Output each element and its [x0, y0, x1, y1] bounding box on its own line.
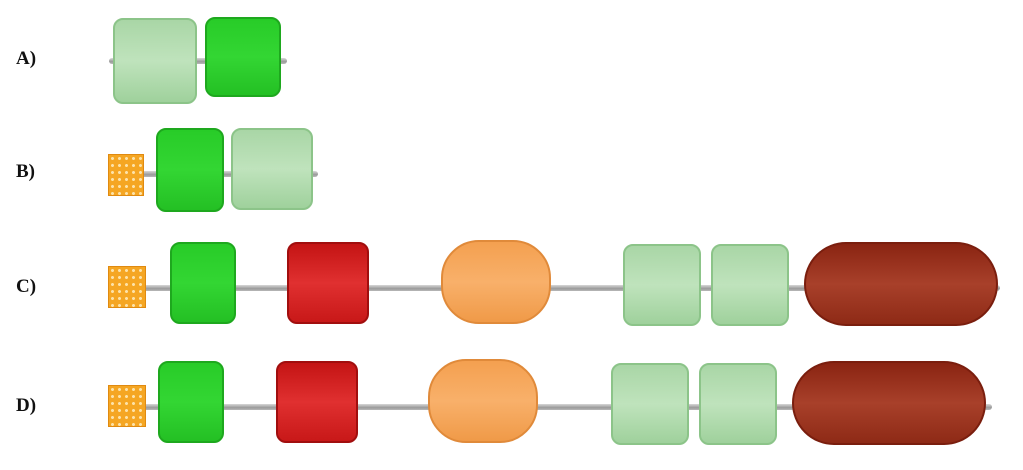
- light-green-domain: [699, 363, 777, 445]
- green-domain: [170, 242, 236, 324]
- green-domain: [158, 361, 224, 443]
- row-label: C): [16, 276, 37, 297]
- protein-backbone: [140, 285, 1000, 291]
- red-domain: [287, 242, 369, 324]
- protein-backbone: [109, 58, 287, 64]
- orange-domain: [441, 240, 551, 324]
- light-green-domain: [113, 18, 197, 104]
- row-label: B): [16, 161, 35, 182]
- green-domain: [205, 17, 281, 97]
- brown-domain: [804, 242, 998, 326]
- light-green-domain: [623, 244, 701, 326]
- orange-domain: [428, 359, 538, 443]
- low-complexity-region: [108, 266, 146, 308]
- green-domain: [156, 128, 224, 212]
- row-label: D): [16, 395, 37, 416]
- light-green-domain: [711, 244, 789, 326]
- light-green-domain: [231, 128, 313, 210]
- low-complexity-region: [108, 154, 144, 196]
- brown-domain: [792, 361, 986, 445]
- low-complexity-region: [108, 385, 146, 427]
- red-domain: [276, 361, 358, 443]
- protein-backbone: [140, 404, 992, 410]
- protein-backbone: [140, 171, 318, 177]
- row-label: A): [16, 48, 37, 69]
- light-green-domain: [611, 363, 689, 445]
